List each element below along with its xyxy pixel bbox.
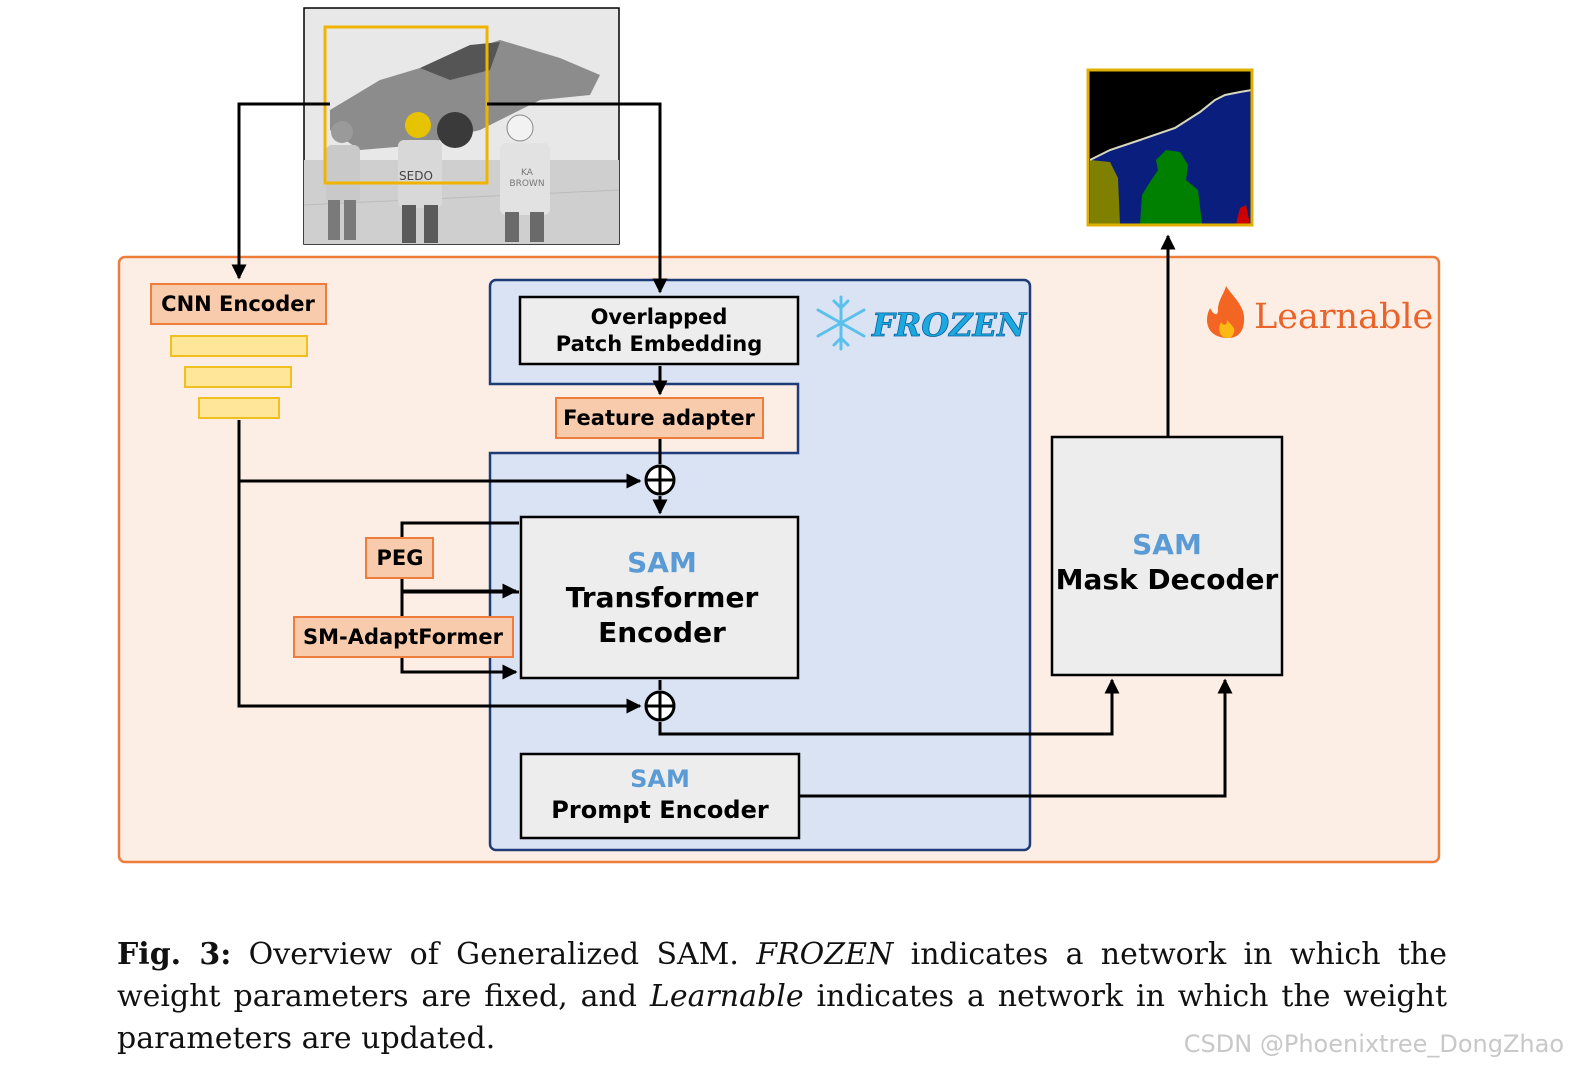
output-mask [1086,68,1254,227]
learnable-label: Learnable [1254,297,1433,337]
patch-embedding-line1: Overlapped [591,305,728,329]
transformer-encoder-line3: Encoder [598,616,726,649]
photo-text-ka: KA [521,168,534,178]
patch-embedding-line2: Patch Embedding [556,332,763,356]
caption-text-2: indicates a network in which the weight … [117,937,1447,1014]
feature-adapter-label: Feature adapter [563,406,755,430]
sm-adaptformer-box [293,616,514,658]
prompt-encoder-line2: Prompt Encoder [551,796,769,824]
transformer-encoder-box [519,515,800,680]
generalized-sam-diagram: SEDO KA BROWN [117,7,1441,864]
mask-decoder-box [1050,435,1284,677]
patch-embedding-box [518,295,800,366]
caption-text-1: Overview of Generalized SAM. [231,937,757,972]
caption-learnable: Learnable [649,979,804,1014]
watermark: CSDN @Phoenixtree_DongZhao [1183,1030,1564,1058]
photo-text-brown: BROWN [509,179,544,189]
mask-decoder-sam: SAM [1132,528,1202,561]
mask-decoder-line2: Mask Decoder [1056,563,1279,596]
caption-frozen: FROZEN [756,937,894,972]
photo-text-sedo: SEDO [399,169,433,183]
cnn-encoder-label: CNN Encoder [161,292,315,316]
caption-text-3: indicates a network in which the weight … [117,979,1448,1056]
snowflake-icon [816,295,866,351]
peg-label: PEG [377,546,424,570]
cnn-encoder-box [150,283,327,325]
input-image: SEDO KA BROWN [303,7,620,245]
prompt-encoder-box [519,752,801,840]
peg-box [365,537,434,579]
frozen-label: FROZEN [871,306,1028,344]
prompt-encoder-sam: SAM [630,765,690,793]
feature-adapter-box [555,397,764,439]
flame-icon [1207,286,1245,338]
cnn-feature-bar-3 [198,397,280,419]
figure-caption: Fig. 3: Overview of Generalized SAM. FRO… [117,934,1447,1060]
sum-node-top [644,464,676,496]
connectors [231,102,1233,798]
sm-adaptformer-label: SM-AdaptFormer [303,625,504,649]
sum-node-bottom [644,690,676,722]
caption-label: Fig. 3: [117,937,232,972]
transformer-encoder-line2: Transformer [566,581,759,614]
cnn-feature-bar-2 [184,366,292,388]
transformer-encoder-sam: SAM [627,546,697,579]
cnn-feature-bar-1 [170,335,308,357]
